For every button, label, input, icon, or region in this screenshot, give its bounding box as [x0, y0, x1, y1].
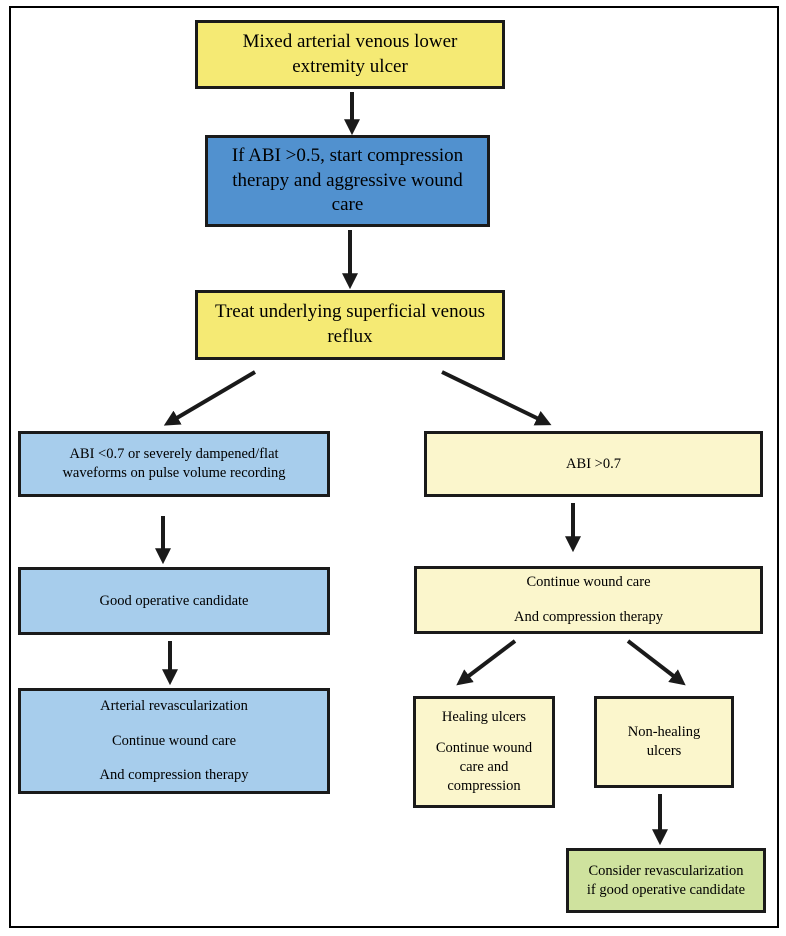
node-text: Treat underlying superficial venous — [215, 301, 485, 323]
node-text: Continue wound care — [526, 574, 651, 591]
node-text: Continue wound care — [111, 732, 237, 749]
node-consider-revascularization: Consider revascularization if good opera… — [566, 848, 766, 913]
node-text: Mixed arterial venous lower — [242, 30, 458, 52]
node-text: care and — [459, 759, 509, 775]
arrow-reflux-to-abi-lt — [163, 370, 257, 426]
node-text: And compression therapy — [514, 609, 663, 625]
node-text: ulcers — [646, 743, 682, 759]
node-text: Arterial revascularization — [100, 697, 248, 714]
node-text: therapy and aggressive wound — [232, 169, 463, 191]
node-text: Good operative candidate — [99, 592, 249, 609]
node-text: compression — [447, 777, 521, 794]
node-mixed-ulcer: Mixed arterial venous lower extremity ul… — [195, 20, 505, 89]
node-text: care — [331, 194, 364, 216]
node-text: ABI <0.7 or severely dampened/flat — [69, 446, 279, 463]
arrow-reflux-to-abi-gt — [441, 370, 552, 426]
node-abi-under-0-7: ABI <0.7 or severely dampened/flat wavef… — [18, 431, 330, 497]
node-text: ABI >0.7 — [566, 455, 621, 472]
node-text: extremity ulcer — [292, 55, 408, 77]
arrow-continue-to-healing — [456, 639, 517, 686]
node-good-operative-candidate: Good operative candidate — [18, 567, 330, 635]
node-text: Non-healing — [627, 724, 701, 741]
node-text: reflux — [327, 326, 373, 347]
node-non-healing-ulcers: Non-healing ulcers — [594, 696, 734, 788]
node-text: Consider revascularization — [588, 862, 744, 879]
node-treat-reflux: Treat underlying superficial venous refl… — [195, 290, 505, 360]
node-text: If ABI >0.5, start compression — [231, 144, 464, 166]
node-text: Continue wound — [435, 740, 533, 757]
node-abi-over-0-7: ABI >0.7 — [424, 431, 763, 497]
node-text: And compression therapy — [99, 767, 249, 784]
arrow-continue-to-nonhealing — [626, 639, 686, 686]
node-arterial-revascularization: Arterial revascularization Continue woun… — [18, 688, 330, 794]
node-continue-wound-care: Continue wound care And compression ther… — [414, 566, 763, 634]
node-abi-over-0-5: If ABI >0.5, start compression therapy a… — [205, 135, 490, 227]
diagram-frame — [9, 6, 779, 928]
node-text: Healing ulcers — [441, 709, 527, 726]
node-healing-ulcers: Healing ulcers Continue wound care and c… — [413, 696, 555, 808]
node-text: if good operative candidate — [586, 881, 746, 898]
node-text: waveforms on pulse volume recording — [62, 465, 286, 481]
